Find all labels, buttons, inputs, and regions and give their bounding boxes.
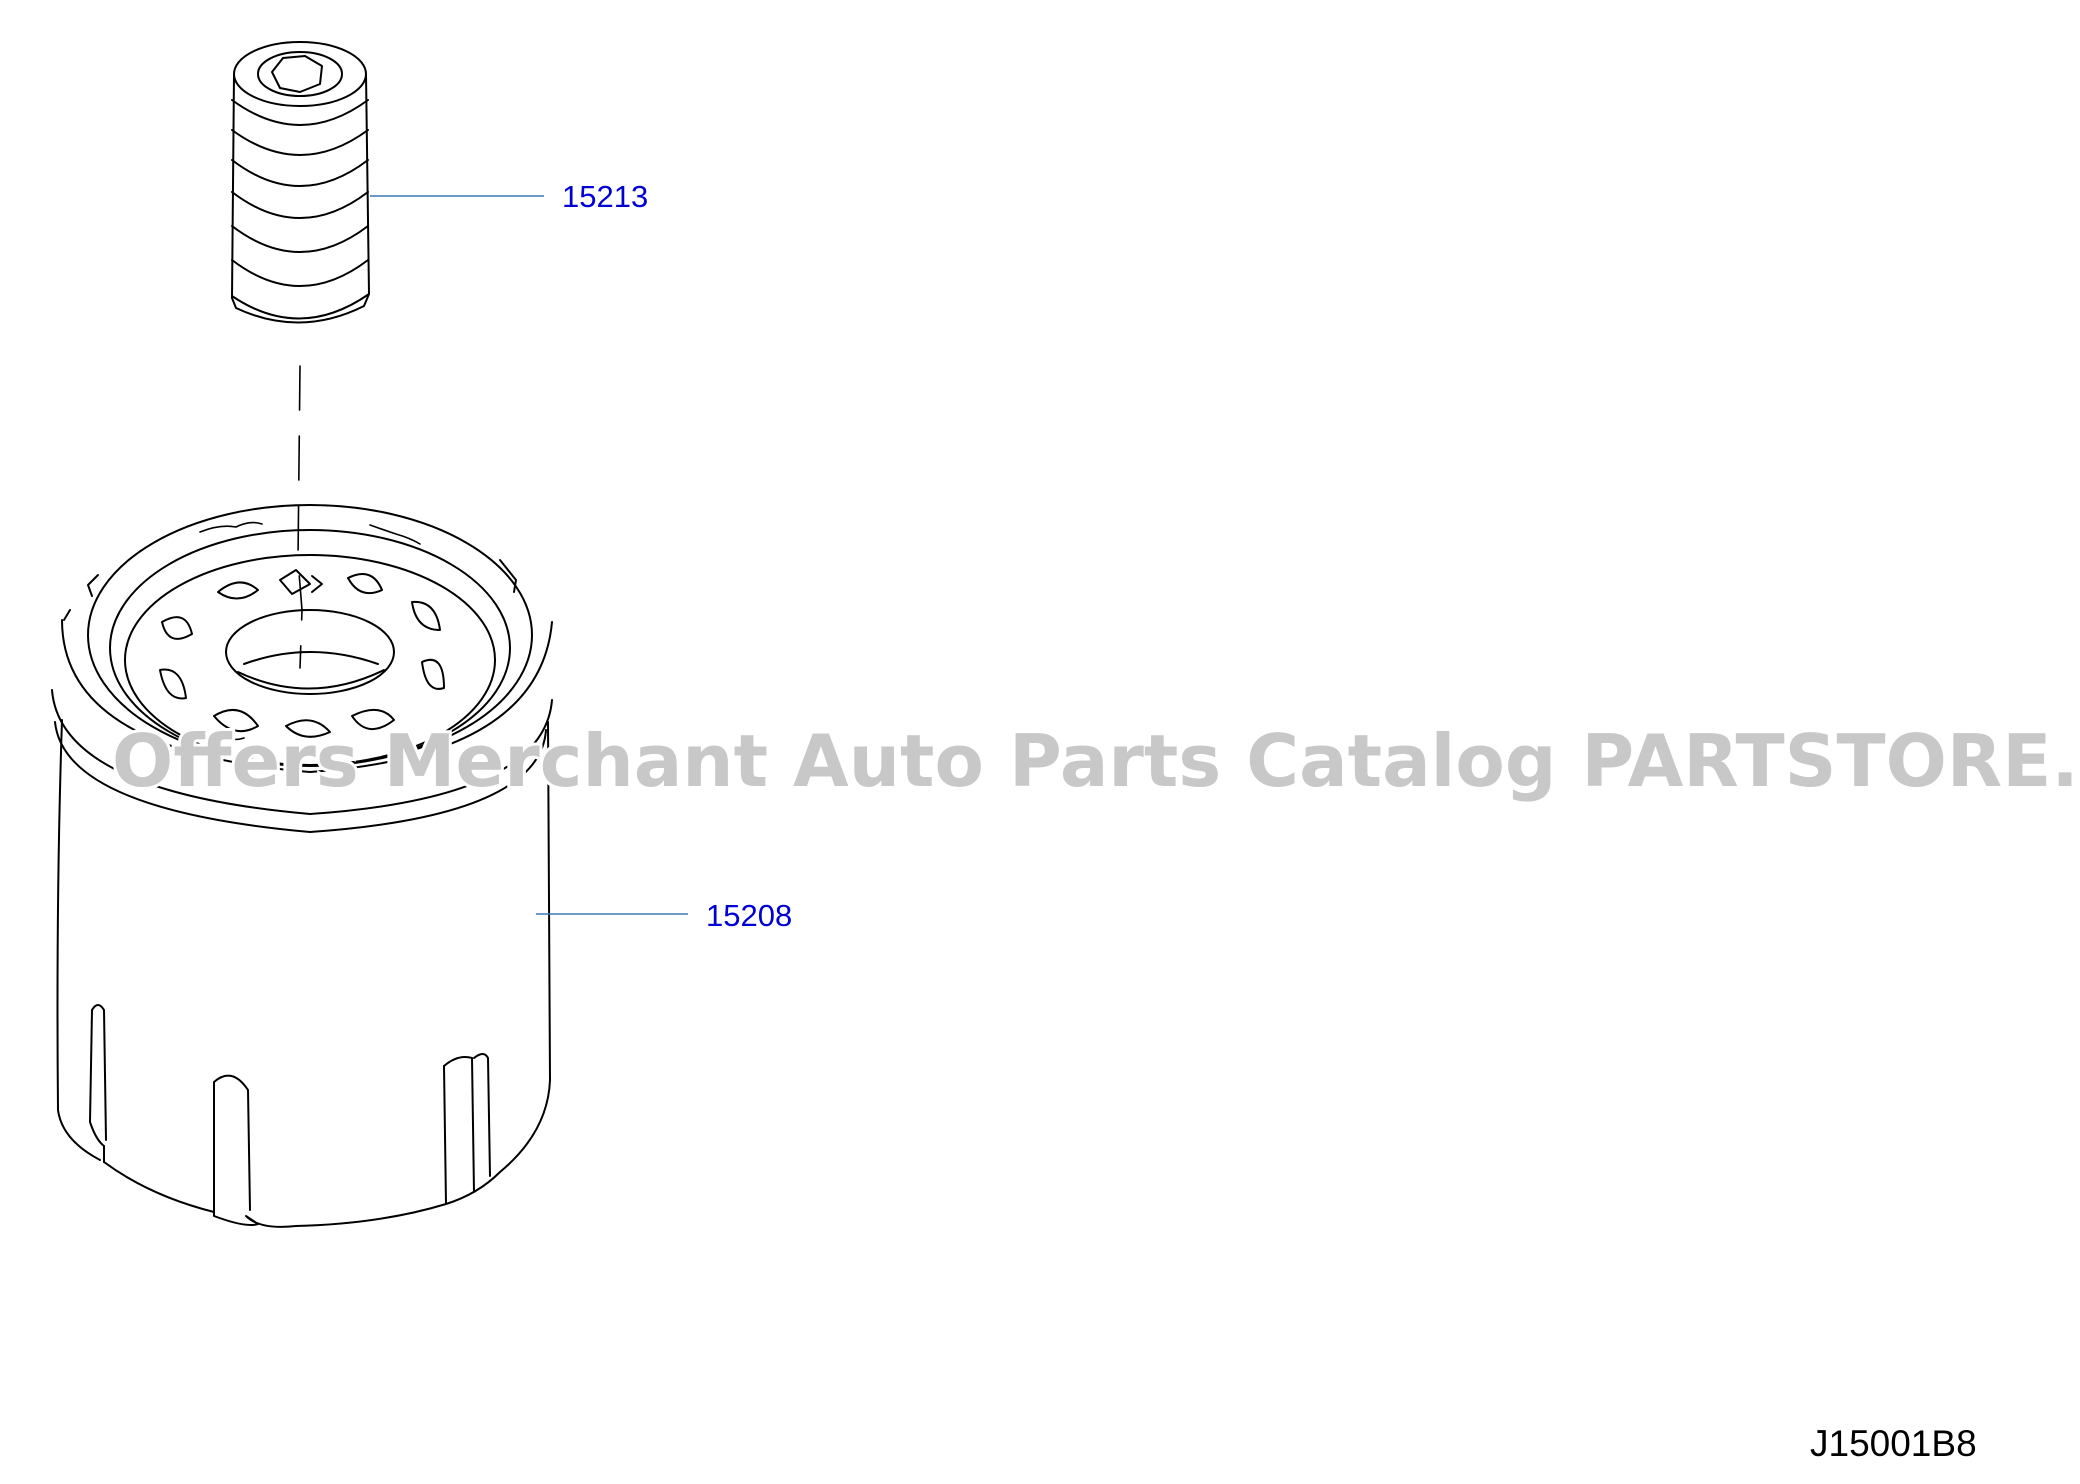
connector-stud-drawing <box>231 41 370 324</box>
oil-filter-drawing <box>51 504 553 1228</box>
callout-label-15213[interactable]: 15213 <box>562 179 648 214</box>
axis-centerline <box>297 365 303 669</box>
callout-15208[interactable]: 15208 <box>536 898 792 933</box>
diagram-id-label: J15001B8 <box>1810 1423 1977 1464</box>
callout-label-15208[interactable]: 15208 <box>706 898 792 933</box>
watermark: Offers Merchant Auto Parts Catalog PARTS… <box>112 719 2080 803</box>
callout-15213[interactable]: 15213 <box>370 179 648 214</box>
